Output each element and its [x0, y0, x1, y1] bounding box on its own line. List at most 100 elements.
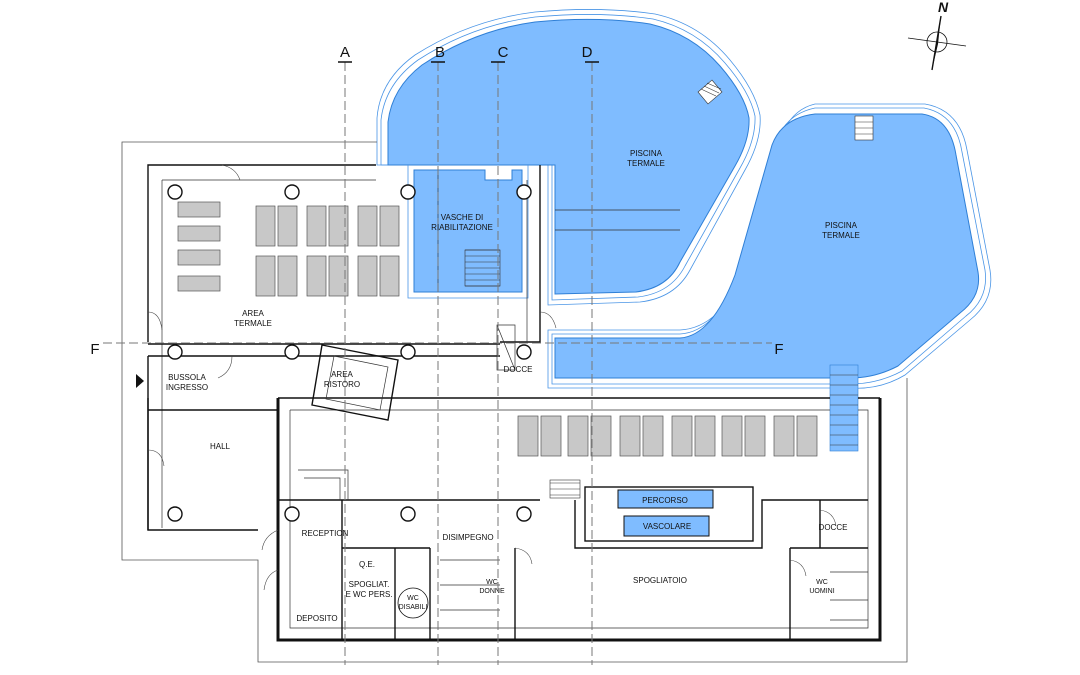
lounger — [357, 205, 378, 247]
pool-1-rim-outer — [376, 9, 761, 306]
door-swing — [217, 355, 233, 379]
pool-1-water — [387, 18, 750, 295]
section-label-b: B — [435, 44, 445, 61]
section-lines: A B C D F F — [90, 44, 784, 665]
spogliatoio-label: SPOGLIATOIO — [633, 576, 687, 585]
lounger — [540, 415, 562, 457]
area-termale-label-line-1: AREA — [242, 309, 264, 318]
lounger — [567, 415, 589, 457]
column-group — [167, 184, 532, 522]
docce-right-label: DOCCE — [819, 523, 848, 532]
pool-2-label-line-1: PISCINA — [825, 221, 858, 230]
lounger — [277, 205, 298, 247]
lounger — [796, 415, 818, 457]
north-circle — [926, 31, 948, 53]
corridor-wall — [278, 499, 868, 549]
column — [284, 506, 300, 522]
reception-label: RECEPTION — [302, 529, 349, 538]
area-termale-label-line-2: TERMALE — [234, 319, 272, 328]
lounger — [694, 415, 716, 457]
wc-stalls — [440, 559, 868, 621]
vascolare-label: VASCOLARE — [643, 522, 691, 531]
deposito-label: DEPOSITO — [296, 614, 337, 623]
section-label-f-right: F — [774, 341, 783, 358]
north-arrow: N — [907, 0, 967, 71]
bussola-label-line-2: INGRESSO — [166, 383, 208, 392]
column — [400, 184, 416, 200]
pool-2-ladder — [854, 115, 874, 141]
wc-uomini-label-line-2: UOMINI — [809, 588, 834, 595]
spogliat-label-line-1: SPOGLIAT. — [349, 580, 390, 589]
lounger — [619, 415, 641, 457]
column — [284, 344, 300, 360]
lounger — [773, 415, 795, 457]
spogliat-label-line-2: E WC PERS. — [345, 590, 392, 599]
terrace-outline — [121, 141, 908, 663]
column — [516, 184, 532, 200]
column — [400, 344, 416, 360]
lounger — [177, 275, 221, 292]
docce-top-box — [496, 324, 516, 371]
bussola-label-line-1: BUSSOLA — [168, 373, 206, 382]
pool-group — [376, 9, 992, 452]
column — [516, 506, 532, 522]
disimpegno-label: DISIMPEGNO — [442, 533, 493, 542]
wc-uomini-label-line-1: WC — [816, 579, 828, 586]
column — [167, 506, 183, 522]
door-swing — [819, 509, 837, 527]
lounger — [671, 415, 693, 457]
lounger — [255, 255, 276, 297]
column — [516, 344, 532, 360]
lounger — [517, 415, 539, 457]
lounger — [277, 255, 298, 297]
lounger — [379, 205, 400, 247]
column — [400, 506, 416, 522]
hall-label: HALL — [210, 442, 231, 451]
column — [167, 344, 183, 360]
section-label-d: D — [582, 44, 593, 61]
area-ristoro-walls — [311, 344, 399, 421]
lounger — [642, 415, 664, 457]
lounger — [590, 415, 612, 457]
vasche-steps — [464, 249, 501, 287]
lounger — [177, 249, 221, 266]
building-outline — [121, 141, 908, 663]
section-label-f-left: F — [90, 341, 99, 358]
door-swings — [147, 164, 837, 591]
door-swing — [514, 547, 533, 565]
vasche-label-line-2: RIABILITAZIONE — [431, 223, 493, 232]
lounger — [177, 225, 221, 242]
door-swing — [261, 529, 279, 551]
door-swing — [147, 311, 163, 331]
mid-wall — [148, 343, 500, 357]
wc-disabili-label-line-2: DISABILI — [399, 604, 428, 611]
lounger — [379, 255, 400, 297]
lower-building-walls — [276, 398, 882, 642]
door-swing — [221, 164, 241, 181]
lounger — [721, 415, 743, 457]
reception-counter — [298, 469, 349, 500]
door-swing — [789, 559, 807, 577]
vasche-water — [413, 169, 523, 293]
area-ristoro-label-line-2: RISTORO — [324, 380, 360, 389]
pool-2-steps — [829, 364, 859, 452]
door-swing — [539, 311, 557, 329]
lounger — [328, 255, 349, 297]
lounger — [328, 205, 349, 247]
lounger-group — [177, 201, 818, 457]
room-labels: PISCINA TERMALE PISCINA TERMALE VASCHE D… — [166, 149, 860, 623]
lounger — [177, 201, 221, 218]
north-line — [931, 15, 942, 71]
pool-1-rim-inner — [380, 14, 756, 301]
wc-disabili-turning-circle — [397, 587, 429, 619]
pool-2-label-line-2: TERMALE — [822, 231, 860, 240]
lounger — [357, 255, 378, 297]
percorso-label: PERCORSO — [642, 496, 688, 505]
area-termale-inner — [161, 179, 528, 528]
column — [284, 184, 300, 200]
pool-2-water — [554, 113, 980, 379]
docce-top-label: DOCCE — [504, 365, 533, 374]
hall-walls — [147, 398, 278, 530]
